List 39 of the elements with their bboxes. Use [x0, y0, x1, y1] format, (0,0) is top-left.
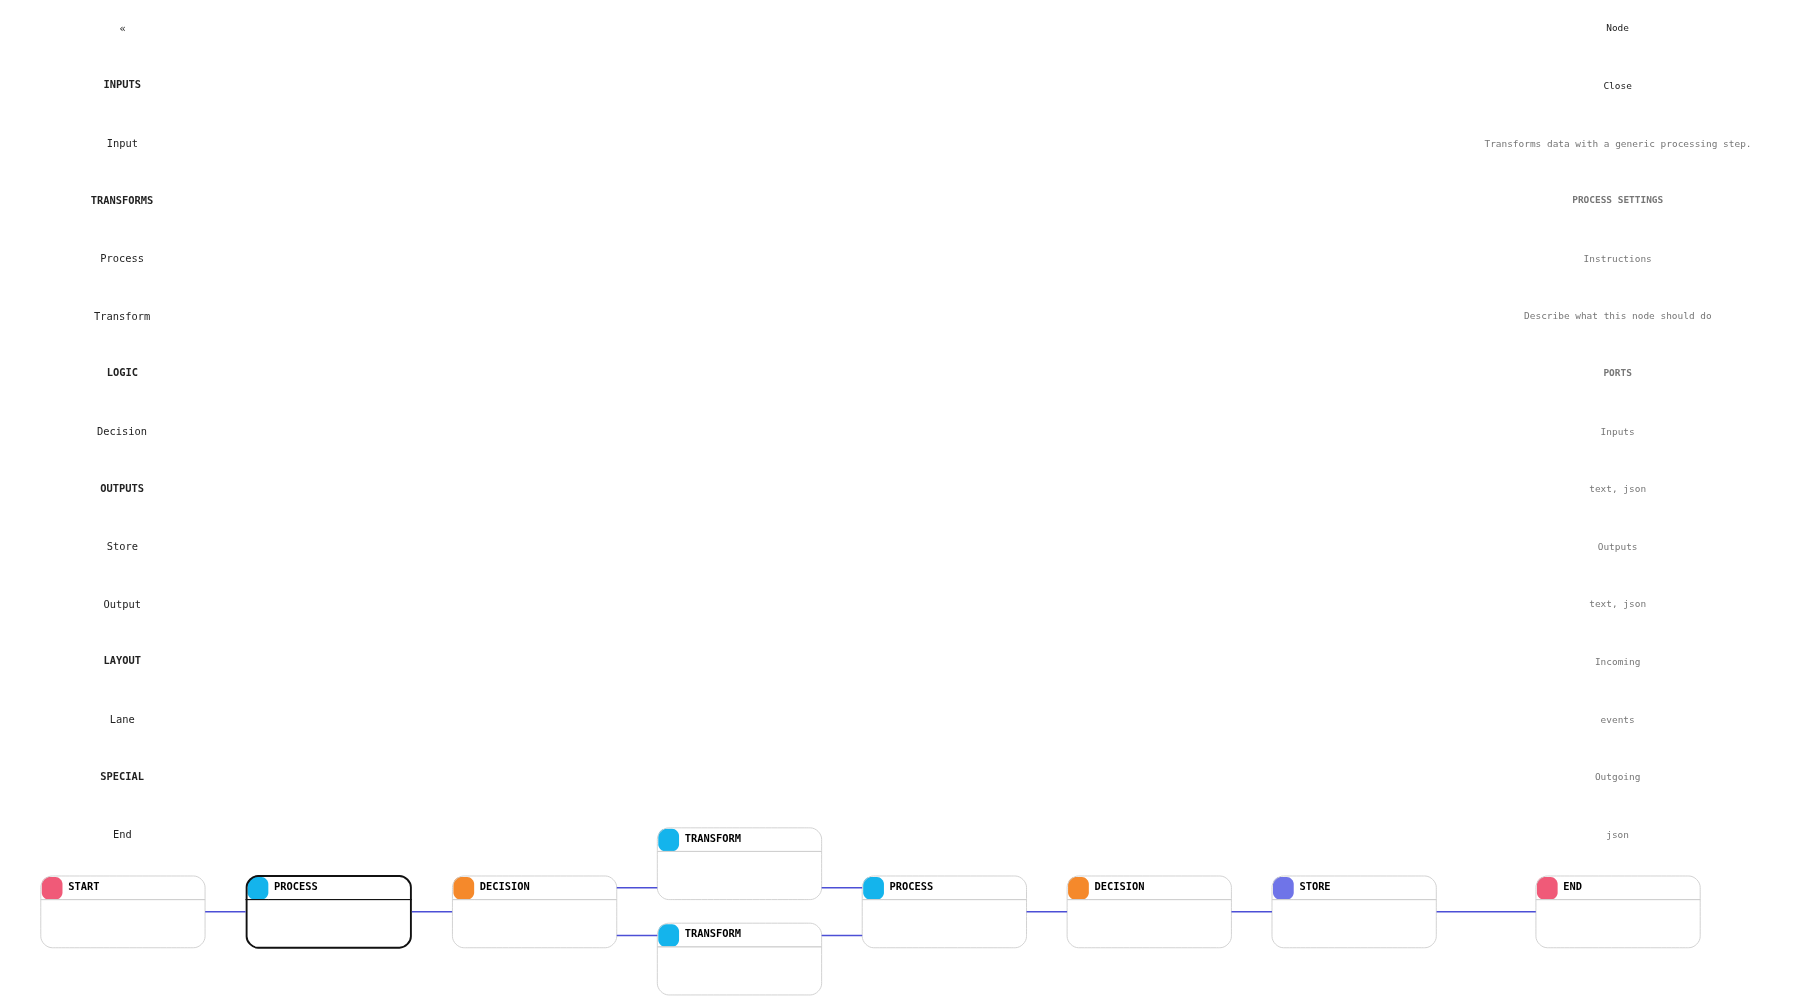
label: text, json — [1589, 483, 1647, 495]
label: Inputs — [1600, 425, 1635, 437]
connector — [1435, 911, 1537, 913]
label: Outputs — [1597, 540, 1638, 552]
label: Process — [100, 252, 144, 265]
connector — [820, 934, 863, 937]
label: Incoming — [1594, 655, 1641, 667]
label: Outgoing — [1594, 771, 1641, 783]
label: Transform — [94, 309, 151, 322]
label: Lane — [109, 712, 135, 725]
label: Output — [103, 597, 142, 610]
label: Instructions — [1583, 252, 1652, 264]
connector — [616, 934, 659, 937]
label: Input — [106, 136, 139, 149]
label: LOGIC — [106, 366, 139, 379]
label: text, json — [1589, 598, 1647, 610]
connector — [820, 887, 863, 889]
label: « — [119, 21, 126, 34]
label: PROCESS SETTINGS — [1572, 194, 1664, 206]
label: LAYOUT — [103, 654, 142, 667]
label: End — [113, 828, 132, 841]
label: INPUTS — [103, 78, 142, 91]
label: PORTS — [1603, 367, 1632, 379]
connector — [204, 911, 247, 913]
connector — [411, 911, 453, 913]
label: TRANSFORMS — [90, 193, 154, 206]
label: SPECIAL — [100, 769, 144, 782]
connector — [616, 887, 659, 889]
label: Transforms data with a generic processing step. — [1484, 137, 1752, 149]
label: Store — [106, 540, 139, 553]
connector — [1025, 911, 1068, 913]
label: Close — [1603, 80, 1632, 91]
label: OUTPUTS — [100, 481, 144, 494]
label: Decision — [96, 424, 147, 437]
label: json — [1606, 828, 1629, 840]
label: Describe what this node should do — [1524, 310, 1712, 322]
label: Node — [1606, 22, 1629, 34]
connector — [1230, 911, 1273, 913]
label: events — [1600, 713, 1635, 725]
